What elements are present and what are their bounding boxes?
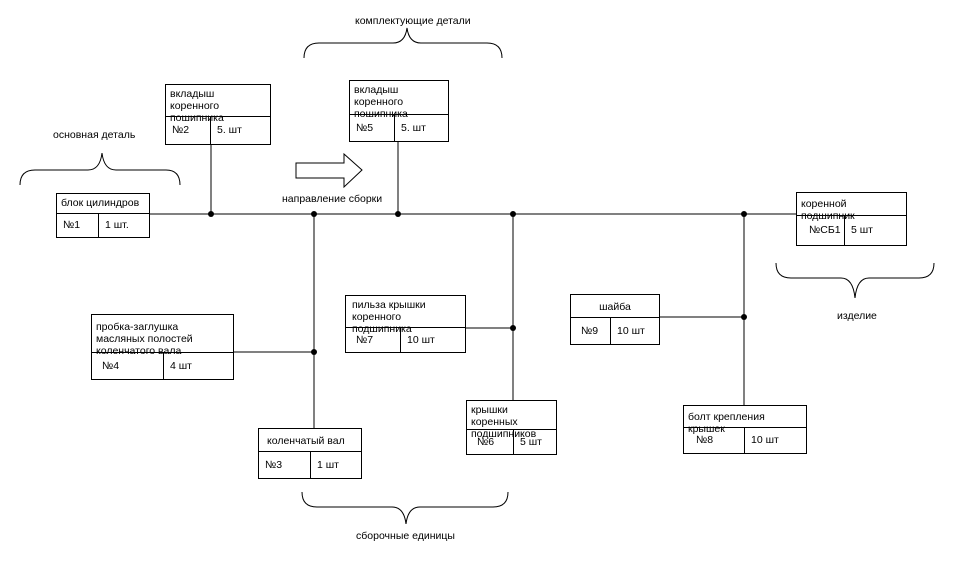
part-quantity: 4 шт [170, 360, 192, 372]
part-quantity: 1 шт. [105, 219, 129, 231]
part-number: №7 [346, 328, 401, 352]
part-number: №СБ1 [797, 216, 845, 245]
part-quantity: 5 шт [851, 224, 873, 236]
brace-main-part [19, 152, 181, 186]
part-box-1: блок цилиндров №1 1 шт. [56, 193, 150, 238]
part-box-6: крышки коренных подшипников №6 5 шт [466, 400, 557, 455]
label-main-part: основная деталь [53, 129, 136, 141]
part-quantity: 5. шт [401, 122, 426, 134]
part-name: пробка-заглушка масляных полостей коленч… [92, 315, 233, 357]
part-name: пильза крышки коренного подшипника [346, 296, 465, 335]
junction-dot [741, 314, 747, 320]
part-number: №4 [92, 353, 164, 379]
part-box-9: шайба №9 10 шт [570, 294, 660, 345]
part-box-3: коленчатый вал №3 1 шт [258, 428, 362, 479]
part-number: №8 [684, 428, 745, 453]
label-components: комплектующие детали [355, 15, 471, 27]
part-quantity: 5 шт [520, 436, 542, 448]
part-box-4: пробка-заглушка масляных полостей коленч… [91, 314, 234, 380]
part-box-5: вкладыш коренного пошипника №5 5. шт [349, 80, 449, 142]
label-product: изделие [837, 310, 877, 322]
brace-assembly-units [301, 491, 509, 525]
part-name: блок цилиндров [57, 194, 149, 214]
part-box-8: болт крепления крышек №8 10 шт [683, 405, 807, 454]
brace-product [775, 262, 935, 299]
part-quantity: 1 шт [317, 459, 339, 471]
part-name: крышки коренных подшипников [467, 401, 556, 440]
part-name: болт крепления крышек [684, 406, 806, 435]
part-box-2: вкладыш коренного пошипника №2 5. шт [165, 84, 271, 145]
assembly-direction-arrow [295, 152, 363, 189]
part-quantity: 10 шт [407, 334, 435, 346]
junction-dot [741, 211, 747, 217]
junction-dot [395, 211, 401, 217]
junction-dot [311, 349, 317, 355]
part-number: №6 [467, 430, 514, 454]
part-number: №5 [350, 115, 395, 141]
part-number: №3 [259, 452, 311, 478]
part-number: №1 [57, 214, 99, 237]
junction-dot [510, 211, 516, 217]
part-number: №2 [166, 117, 211, 144]
junction-dot [311, 211, 317, 217]
part-name: коленчатый вал [259, 429, 361, 452]
junction-dot [510, 325, 516, 331]
part-quantity: 10 шт [617, 325, 645, 337]
part-name: шайба [571, 295, 659, 318]
junction-dot [208, 211, 214, 217]
part-quantity: 5. шт [217, 124, 242, 136]
part-box-7: пильза крышки коренного подшипника №7 10… [345, 295, 466, 353]
brace-components [303, 27, 503, 59]
part-number: №9 [571, 318, 611, 344]
part-name: коренной подшипник [797, 193, 906, 222]
part-name: вкладыш коренного пошипника [166, 85, 270, 124]
part-quantity: 10 шт [751, 434, 779, 446]
label-assembly-units: сборочные единицы [356, 530, 455, 542]
part-name: вкладыш коренного пошипника [350, 81, 448, 120]
part-box-sb1: коренной подшипник №СБ1 5 шт [796, 192, 907, 246]
label-direction: направление сборки [282, 193, 383, 205]
